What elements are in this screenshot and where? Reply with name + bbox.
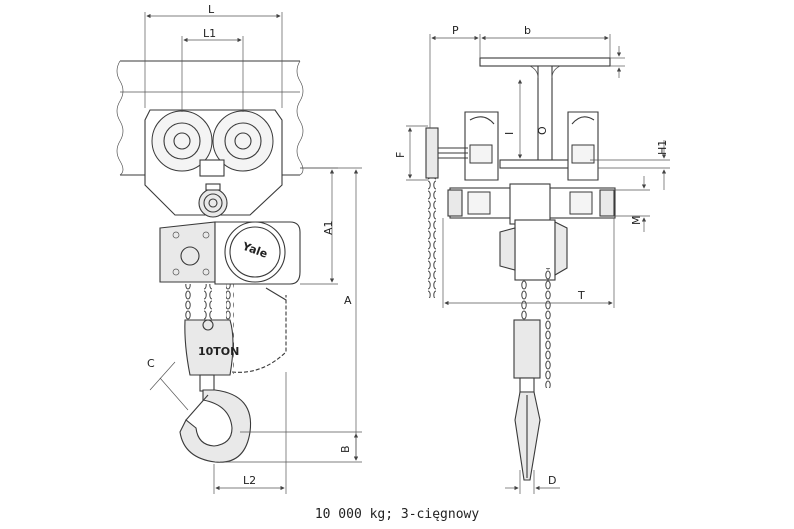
- dim-label-H1: H1: [656, 140, 669, 155]
- dim-label-L1: L1: [203, 27, 216, 40]
- side-view: P b I O F: [394, 24, 670, 494]
- dim-L2: L2: [213, 372, 287, 494]
- dim-F: F: [394, 125, 428, 181]
- caption: 10 000 kg; 3-cięgnowy: [314, 507, 480, 522]
- dim-L: L: [144, 3, 283, 108]
- dim-label-B: B: [339, 445, 352, 453]
- dim-B: B: [240, 431, 362, 461]
- dim-label-C: C: [147, 357, 155, 370]
- dim-C: C: [147, 357, 189, 411]
- trolley-side-plates: [464, 111, 599, 181]
- dim-P: P: [429, 24, 481, 128]
- dim-label-b: b: [524, 24, 531, 37]
- bottom-block-side: [513, 319, 541, 481]
- dim-label-O: O: [536, 126, 549, 135]
- dim-label-L2: L2: [243, 474, 256, 487]
- dim-T: T: [442, 218, 615, 308]
- front-view: Yale 10TON L: [116, 3, 362, 494]
- dim-label-P: P: [452, 24, 459, 37]
- hoist-body: [159, 221, 301, 285]
- trolley-center-block: [199, 159, 225, 177]
- dim-label-D: D: [548, 474, 556, 487]
- dim-label-T: T: [577, 289, 585, 302]
- suspension-bolt: [198, 183, 228, 218]
- dim-A: A: [220, 167, 362, 463]
- dim-label-A1: A1: [322, 220, 335, 235]
- dim-label-F: F: [394, 152, 407, 158]
- hoist-side-body: [499, 219, 568, 388]
- dim-H1: H1: [590, 140, 670, 190]
- suspension-axle: [447, 183, 616, 225]
- dim-O: O: [536, 126, 549, 135]
- hook: [179, 374, 252, 463]
- dim-b: b: [481, 24, 611, 58]
- dim-M: M: [614, 176, 650, 232]
- dim-D: D: [505, 470, 560, 494]
- dim-label-A: A: [344, 294, 352, 307]
- i-beam: [479, 57, 611, 169]
- capacity-label: 10TON: [198, 345, 239, 358]
- dim-label-I: I: [503, 132, 516, 135]
- dim-L1: L1: [181, 27, 244, 112]
- hand-wheel: [425, 127, 468, 298]
- trolley-wheel-right: [212, 110, 274, 172]
- bottom-block: 10TON: [184, 319, 239, 376]
- dim-A1: A1: [300, 167, 338, 285]
- dim-I: I: [503, 79, 523, 159]
- dim-label-M: M: [630, 216, 643, 226]
- dim-label-L: L: [208, 3, 215, 16]
- dim-flange: [610, 46, 625, 78]
